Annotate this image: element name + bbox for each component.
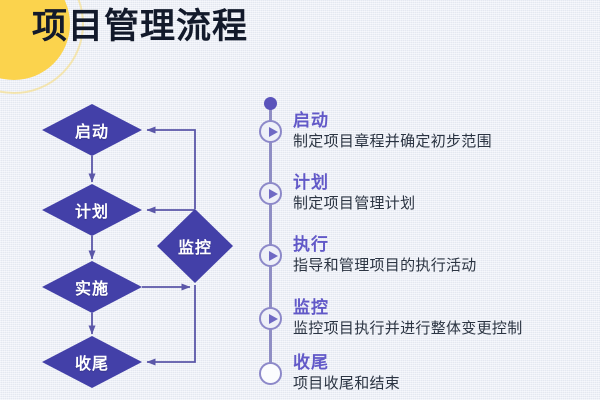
timeline-description: 项目收尾和结束 — [293, 375, 401, 392]
circle-outline-icon[interactable] — [259, 362, 282, 385]
timeline-heading: 计划 — [293, 173, 329, 192]
page-title: 项目管理流程 — [32, 7, 249, 46]
timeline-heading: 执行 — [293, 235, 329, 254]
flow-nodes — [42, 104, 233, 388]
flow-node-label-initiate: 启动 — [74, 124, 110, 141]
play-circle-icon[interactable] — [259, 244, 282, 267]
timeline-description: 指导和管理项目的执行活动 — [293, 257, 477, 274]
flow-node-close[interactable] — [42, 336, 142, 388]
timeline-start-dot — [264, 97, 277, 110]
timeline-description: 监控项目执行并进行整体变更控制 — [293, 320, 523, 337]
flow-node-execute[interactable] — [42, 261, 142, 313]
flow-node-monitor[interactable] — [157, 209, 233, 283]
flow-node-label-plan: 计划 — [74, 204, 110, 221]
play-circle-icon[interactable] — [259, 307, 282, 330]
timeline-axis-line — [269, 102, 272, 374]
flow-node-label-monitor: 监控 — [177, 240, 213, 257]
play-circle-icon[interactable] — [259, 182, 282, 205]
flow-connectors — [88, 126, 196, 366]
flow-node-label-close: 收尾 — [74, 356, 110, 373]
timeline-heading: 监控 — [293, 298, 329, 317]
timeline-description: 制定项目管理计划 — [293, 195, 416, 212]
flow-node-label-execute: 实施 — [74, 281, 110, 298]
edge-monitor-to-close — [146, 285, 196, 366]
phase-timeline: 启动 制定项目章程并确定初步范围 计划 制定项目管理计划 执行 指导和管理项目的… — [258, 96, 594, 396]
flow-node-initiate[interactable] — [42, 104, 142, 156]
edge-monitor-to-initiate — [146, 126, 196, 209]
flow-node-plan[interactable] — [42, 184, 142, 236]
play-circle-icon[interactable] — [259, 120, 282, 143]
timeline-description: 制定项目章程并确定初步范围 — [293, 133, 492, 150]
timeline-heading: 收尾 — [293, 353, 329, 372]
timeline-heading: 启动 — [293, 111, 329, 130]
